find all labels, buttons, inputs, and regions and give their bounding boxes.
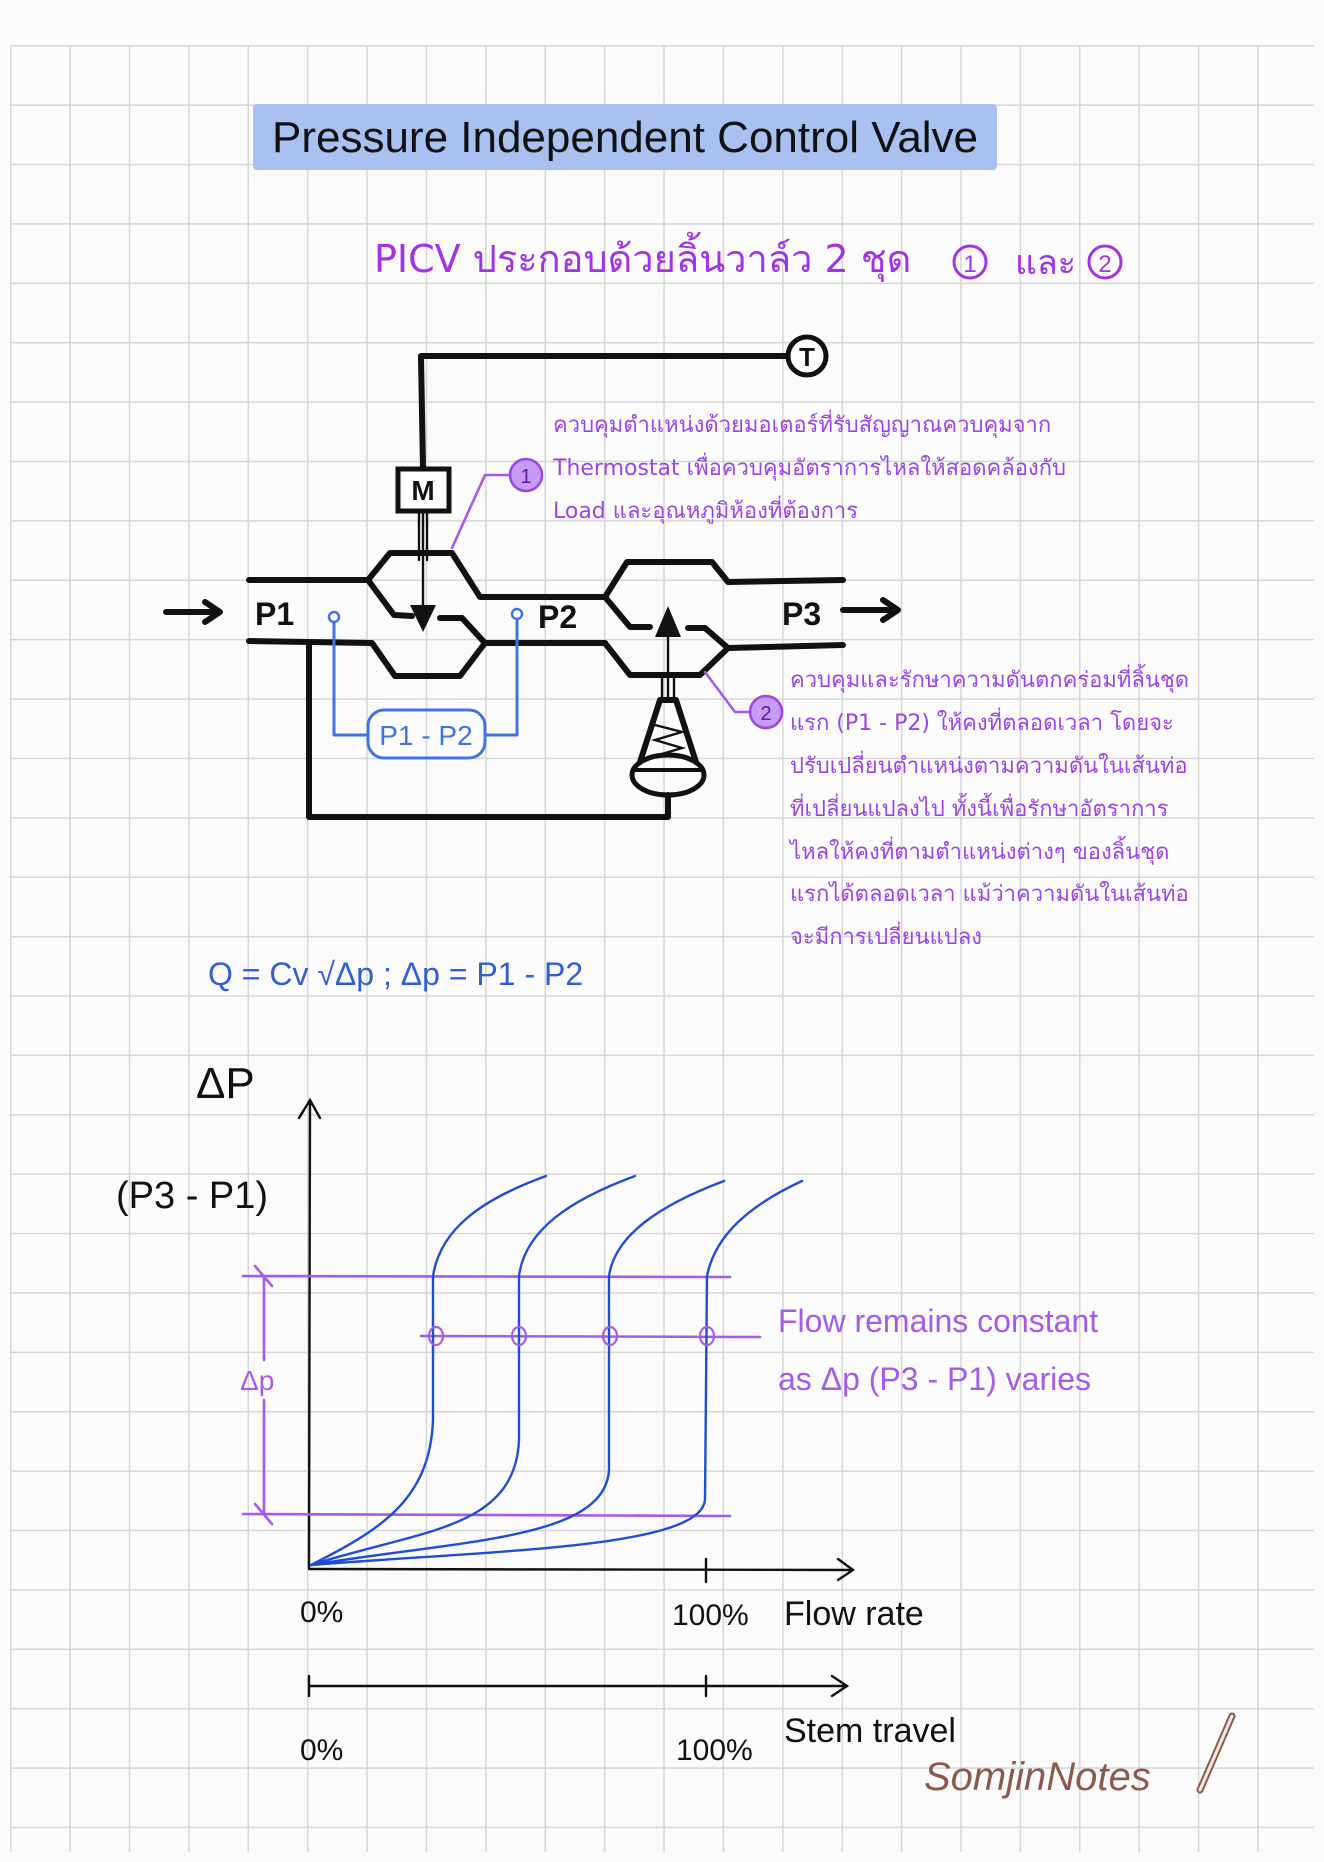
svg-text:1: 1: [963, 251, 976, 278]
graph-annotation-line-2: as Δp (P3 - P1) varies: [778, 1361, 1091, 1397]
label-p3: P3: [782, 596, 821, 632]
constant-flow-line: [419, 1334, 762, 1339]
thermostat-icon: T: [785, 334, 829, 378]
subtitle-marker-2: 2: [1087, 244, 1123, 280]
stem-travel-axis: [307, 1674, 850, 1698]
constant-flow-markers: [427, 1325, 716, 1347]
flow-curve-1: [309, 1174, 548, 1567]
callout-marker-2: 2: [748, 694, 784, 730]
dp-range-dimension: [253, 1264, 274, 1526]
svg-text:2: 2: [1098, 251, 1111, 278]
dp-box-label: P1 - P2: [379, 720, 472, 751]
pressure-regulator-icon: [306, 640, 707, 820]
subtitle: PICV ประกอบด้วยลิ้นวาล์ว 2 ชุด: [374, 231, 911, 282]
spring-icon: [650, 723, 687, 758]
svg-text:1: 1: [520, 466, 531, 488]
valve-1-arrow-icon: [410, 605, 436, 632]
valve-1-stem: [417, 509, 429, 612]
note-2-pressure-regulator: ควบคุมและรักษาความดันตกคร่อมที่ลิ้นชุดแร…: [790, 668, 1190, 951]
graph-annotation-line-1: Flow remains constant: [778, 1303, 1098, 1339]
inlet-arrow-icon: [163, 599, 223, 625]
title-highlight: [253, 104, 997, 170]
callout-marker-1: 1: [508, 457, 544, 493]
svg-text:2: 2: [760, 703, 771, 725]
graph-y-sublabel: (P3 - P1): [116, 1175, 268, 1217]
page-title: Pressure Independent Control Valve: [272, 113, 978, 162]
stem-travel-label: Stem travel: [784, 1712, 956, 1750]
flow-curve-4: [309, 1179, 804, 1567]
graph-x-axis: [307, 1557, 856, 1584]
stem-travel-start: 0%: [300, 1734, 343, 1767]
dp-lower-limit-line: [241, 1512, 732, 1518]
motor-actuator-icon: M: [395, 466, 452, 514]
label-p2: P2: [538, 599, 577, 635]
stem-travel-end: 100%: [676, 1734, 753, 1767]
flow-curve-2: [309, 1174, 637, 1567]
control-signal-line: [418, 353, 790, 472]
flow-marker: [510, 1325, 528, 1347]
subtitle-and: และ: [1015, 243, 1076, 283]
flow-rate-label: Flow rate: [784, 1595, 924, 1633]
graph-y-axis: [297, 1097, 322, 1569]
valve-body-diagram: [246, 550, 846, 679]
outlet-arrow-icon: [840, 597, 901, 623]
pen-icon: [1196, 1712, 1236, 1794]
flow-marker: [601, 1325, 619, 1347]
callout-1-line: [450, 473, 512, 550]
flow-marker: [427, 1325, 445, 1347]
subtitle-marker-1: 1: [952, 244, 988, 280]
flow-marker: [698, 1325, 716, 1347]
label-p1: P1: [255, 596, 294, 632]
callout-2-line: [703, 670, 752, 714]
grid-paper: [10, 45, 1314, 1852]
graph-y-label: ΔP: [196, 1059, 255, 1108]
svg-text:T: T: [799, 342, 815, 372]
somjinnotes-logo: SomjinNotes: [924, 1755, 1151, 1799]
flow-curves: [309, 1174, 804, 1567]
dp-range-label: Δp: [240, 1365, 274, 1396]
flow-rate-start: 0%: [300, 1596, 343, 1629]
pressure-tap-lines: [327, 607, 524, 760]
dp-upper-limit-line: [241, 1274, 732, 1279]
svg-text:M: M: [411, 475, 434, 506]
valve-2-arrow-icon: [655, 606, 681, 637]
flow-rate-end: 100%: [672, 1599, 749, 1632]
flow-formula: Q = Cv √Δp ; Δp = P1 - P2: [208, 956, 583, 992]
note-1-motorized-valve: ควบคุมตำแหน่งด้วยมอเตอร์ที่รับสัญญาณควบค…: [553, 413, 1066, 524]
flow-curve-3: [309, 1179, 726, 1567]
